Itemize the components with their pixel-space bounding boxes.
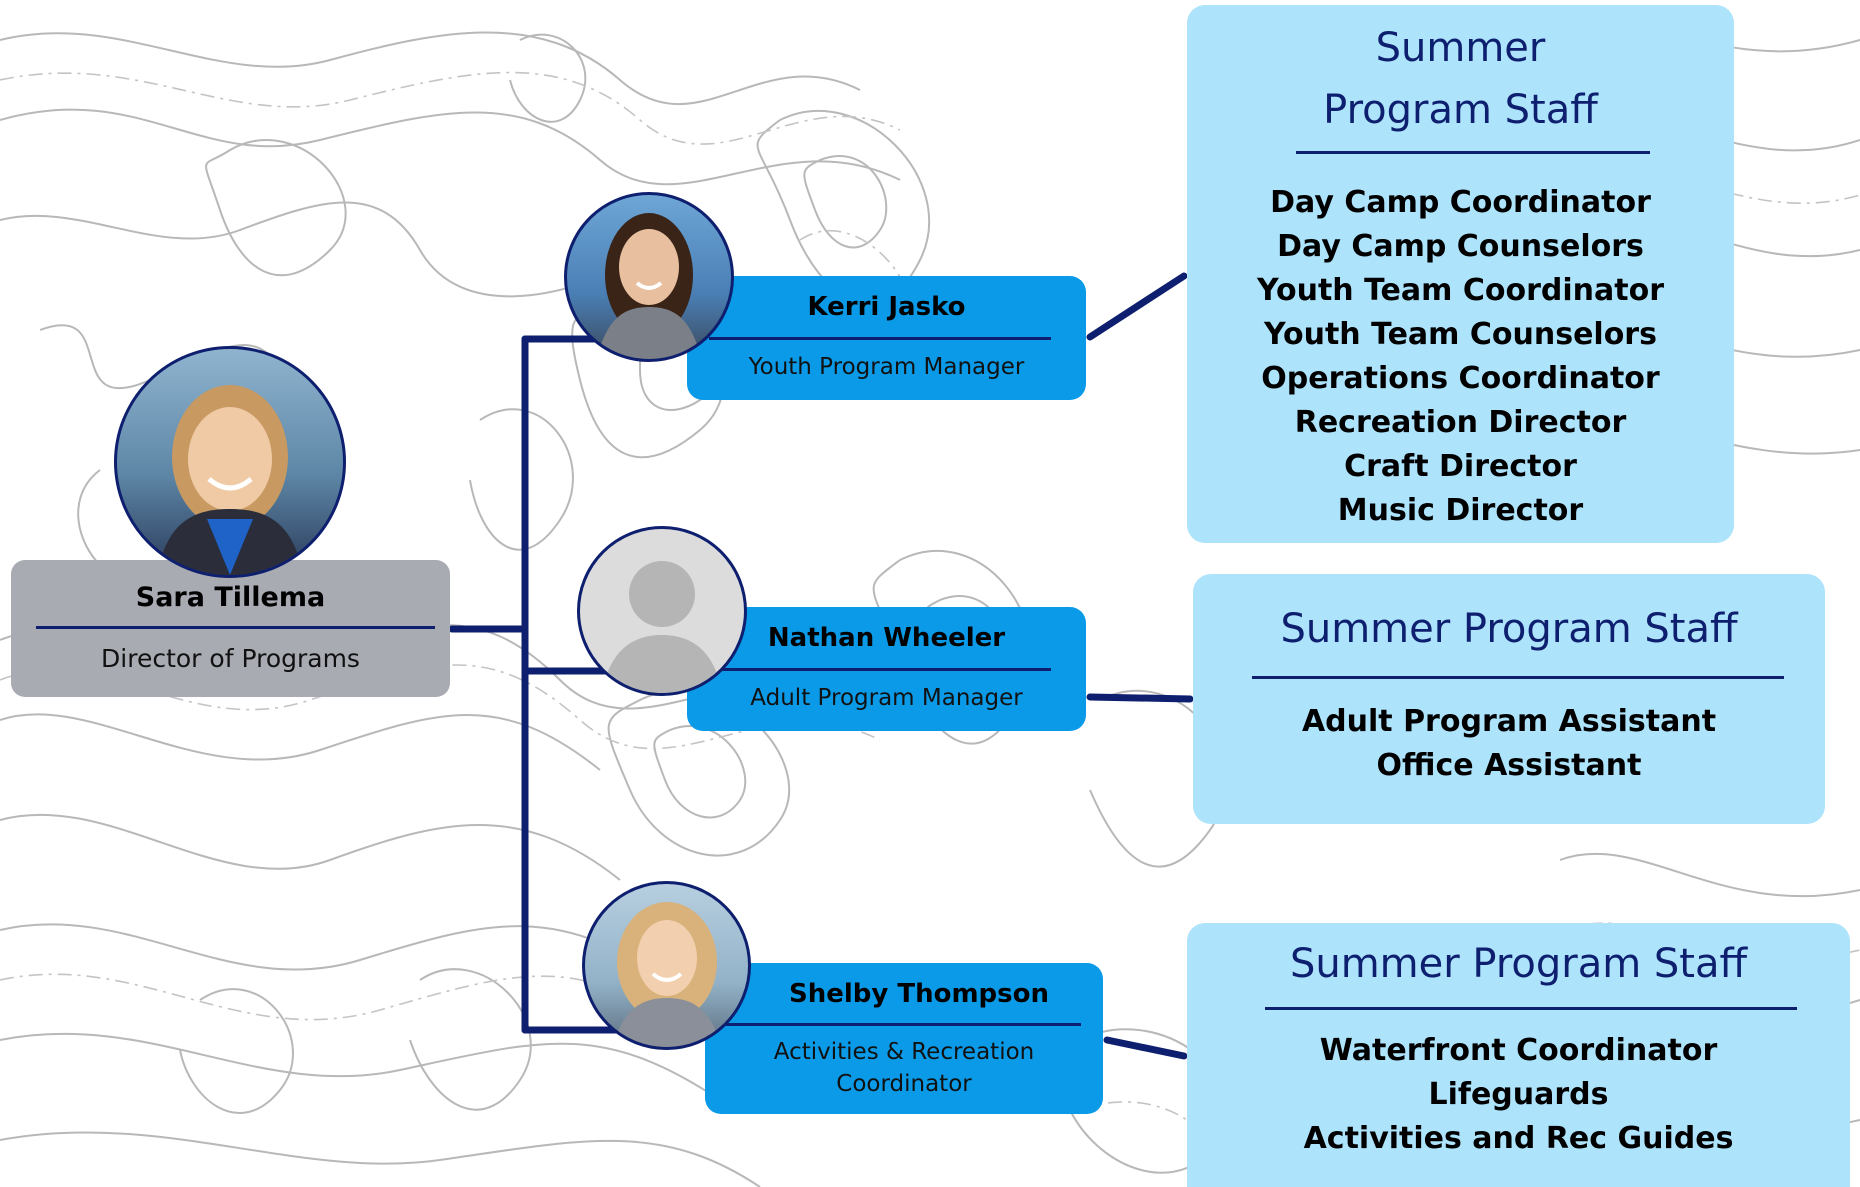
manager-card-kerri: Kerri Jasko Youth Program Manager [687, 276, 1086, 400]
staff-role-item: Operations Coordinator [1261, 361, 1660, 396]
director-photo [114, 346, 346, 578]
panel-divider [1265, 1007, 1797, 1010]
panel-title: Summer Program Staff [1289, 941, 1748, 987]
manager-role: Youth Program Manager [748, 354, 1025, 380]
manager-divider [709, 668, 1051, 671]
staff-role-item: Lifeguards [1428, 1077, 1609, 1112]
director-card: Sara Tillema Director of Programs [11, 560, 450, 697]
staff-role-item: Adult Program Assistant [1301, 704, 1717, 739]
manager-divider [725, 1023, 1081, 1026]
staff-role-item: Music Director [1337, 493, 1584, 528]
director-name: Sara Tillema [135, 582, 326, 613]
panel-divider [1252, 676, 1784, 679]
staff-role-item: Waterfront Coordinator [1319, 1033, 1718, 1068]
panel-title: Summer Program Staff [1280, 606, 1738, 652]
link-nathan-panel [1086, 693, 1194, 703]
director-role: Director of Programs [101, 644, 360, 673]
staff-role-item: Craft Director [1344, 449, 1577, 484]
link-kerri-panel [1086, 272, 1188, 341]
manager-role: Adult Program Manager [750, 685, 1023, 711]
panel-divider [1296, 151, 1650, 154]
manager-card-nathan: Nathan Wheeler Adult Program Manager [687, 607, 1086, 731]
manager-role-line2: Coordinator [836, 1071, 972, 1097]
staff-role-list: Adult Program Assistant Office Assistant [1193, 700, 1825, 788]
staff-role-item: Youth Team Coordinator [1257, 273, 1664, 308]
staff-role-list: Day Camp Coordinator Day Camp Counselors… [1187, 181, 1734, 533]
manager-photo-kerri [564, 192, 734, 362]
staff-role-item: Youth Team Counselors [1264, 317, 1657, 352]
staff-role-item: Recreation Director [1294, 405, 1627, 440]
manager-role-line1: Activities & Recreation [773, 1039, 1035, 1065]
director-divider [36, 626, 435, 629]
default-avatar-icon [577, 526, 747, 696]
staff-role-item: Day Camp Coordinator [1270, 185, 1651, 220]
staff-role-item: Office Assistant [1376, 748, 1642, 783]
manager-name: Nathan Wheeler [767, 623, 1006, 653]
manager-name: Kerri Jasko [807, 292, 966, 322]
staff-role-list: Waterfront Coordinator Lifeguards Activi… [1187, 1029, 1850, 1161]
manager-card-shelby: Shelby Thompson Activities & Recreation … [705, 963, 1103, 1114]
staff-panel-adult: Summer Program Staff Adult Program Assis… [1193, 574, 1825, 824]
staff-role-item: Day Camp Counselors [1277, 229, 1644, 264]
manager-name: Shelby Thompson [788, 979, 1050, 1009]
link-shelby-panel [1103, 1036, 1188, 1060]
manager-divider [709, 337, 1051, 340]
panel-title-line2: Program Staff [1323, 87, 1598, 133]
manager-photo-shelby [582, 881, 751, 1050]
staff-panel-activities: Summer Program Staff Waterfront Coordina… [1187, 923, 1850, 1187]
staff-panel-youth: Summer Program Staff Day Camp Coordinato… [1187, 5, 1734, 543]
panel-title-line1: Summer [1375, 25, 1546, 71]
staff-role-item: Activities and Rec Guides [1303, 1121, 1734, 1156]
